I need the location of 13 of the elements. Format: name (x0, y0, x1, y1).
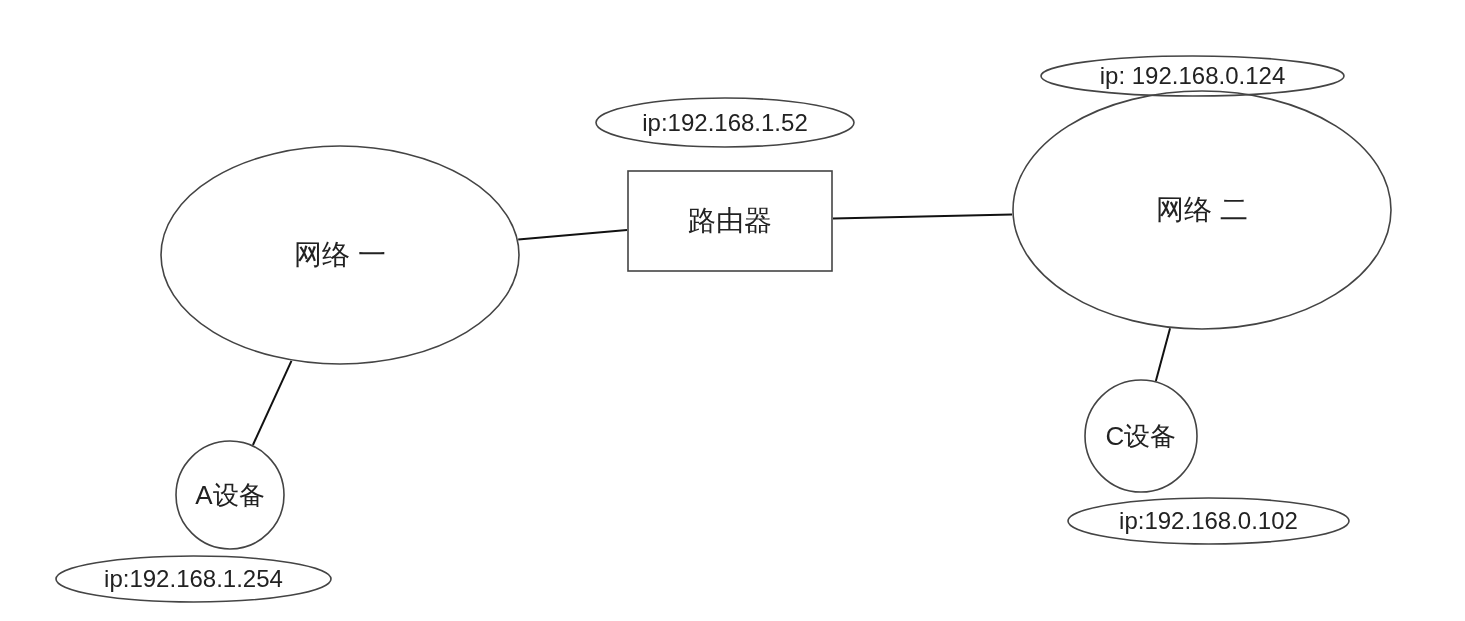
device-circle: C设备 (1084, 379, 1198, 493)
network-ellipse: 网络 二 (1012, 90, 1392, 330)
connector-line (832, 213, 1014, 220)
ip-ellipse: ip:192.168.1.254 (55, 555, 332, 603)
connector-line (517, 229, 628, 241)
ip-ellipse: ip:192.168.0.102 (1067, 497, 1350, 545)
connector-line (251, 359, 293, 446)
ip-ellipse: ip: 192.168.0.124 (1040, 55, 1345, 97)
ip-ellipse: ip:192.168.1.52 (595, 97, 855, 148)
router-box: 路由器 (627, 170, 833, 272)
network-ellipse: 网络 一 (160, 145, 520, 365)
device-circle: A设备 (175, 440, 285, 550)
connector-line (1154, 327, 1172, 382)
